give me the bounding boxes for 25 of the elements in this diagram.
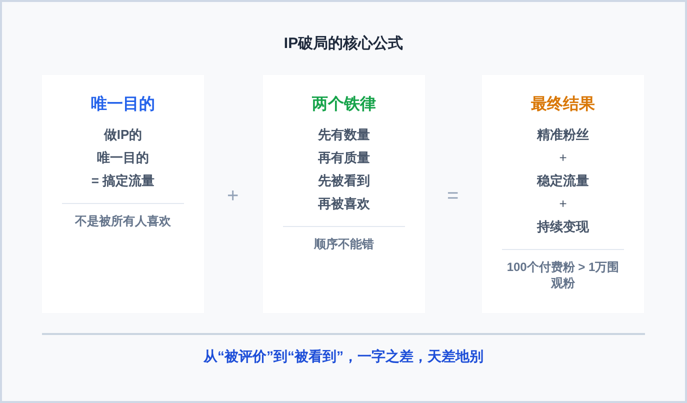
formula-card [482, 75, 644, 313]
card-line: 唯一目的 [97, 149, 149, 167]
plus-sign: + [559, 195, 567, 213]
formula-card [42, 75, 204, 313]
card-note: 100个付费粉 > 1万围观粉 [506, 259, 620, 291]
diagram-title: IP破局的核心公式 [282, 34, 404, 54]
equals-sign: = [447, 186, 459, 206]
card-line: 稳定流量 [537, 172, 589, 190]
plus-sign: + [227, 186, 239, 206]
formula-card [263, 75, 425, 313]
card-note: 不是被所有人喜欢 [74, 213, 172, 229]
card-line: 再被喜欢 [318, 195, 370, 213]
card-line: 做IP的 [104, 126, 142, 144]
card-line: 持续变现 [537, 218, 589, 236]
card-line: 精准粉丝 [537, 126, 589, 144]
caption-text: 从“被评价”到“被看到”，一字之差，天差地别 [202, 347, 484, 366]
card-title: 两个铁律 [312, 95, 376, 115]
plus-sign: + [559, 149, 567, 167]
card-title: 最终结果 [531, 95, 595, 115]
card-title: 唯一目的 [91, 95, 155, 115]
card-line: = 搞定流量 [91, 172, 155, 190]
card-line: 先有数量 [318, 126, 370, 144]
card-note: 顺序不能错 [312, 236, 375, 252]
card-line: 再有质量 [318, 149, 370, 167]
card-line: 先被看到 [318, 172, 370, 190]
